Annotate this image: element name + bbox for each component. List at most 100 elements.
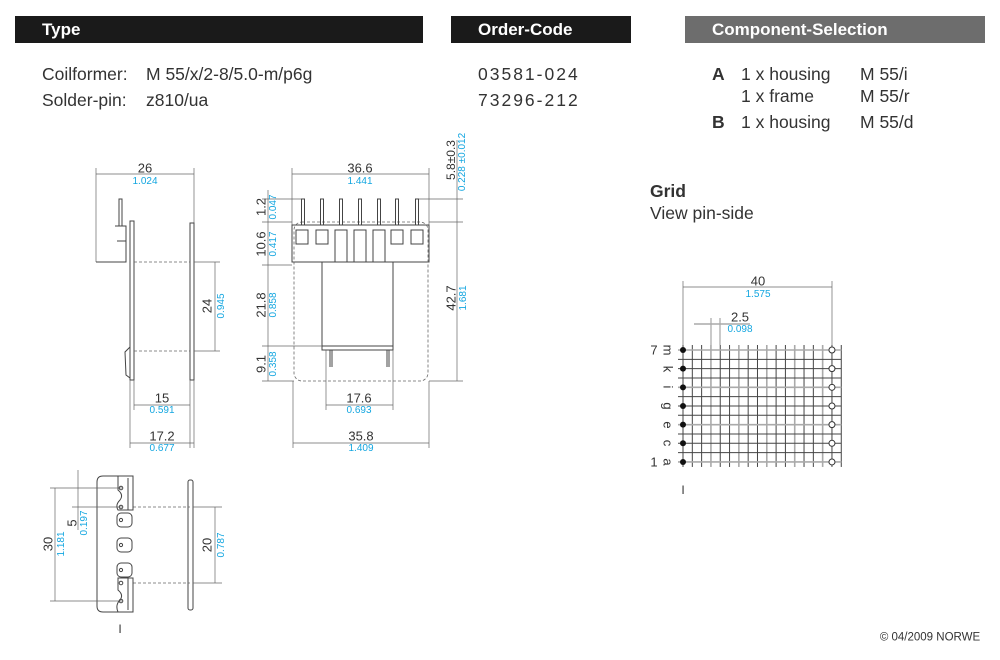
order-code-header: Order-Code: [451, 16, 631, 43]
grid-row-letter: g: [660, 402, 676, 410]
pin-post: [353, 229, 367, 263]
pin-post: [410, 229, 424, 245]
pin: [415, 198, 419, 226]
grid-row-letter: m: [660, 344, 676, 356]
component-part: M 55/r: [860, 86, 910, 106]
grid-subtitle: View pin-side: [650, 203, 754, 223]
pin-dot-hollow: [828, 458, 836, 466]
pin-slot: [116, 562, 133, 578]
component-selection-header: Component-Selection: [685, 16, 985, 43]
dim-front-d3: 21.8: [253, 292, 269, 318]
type-header: Type: [15, 16, 423, 43]
dim-grid-width: 40: [750, 273, 766, 289]
pin-dot-filled: [680, 440, 686, 447]
front-view-drawing: [262, 140, 463, 448]
coilformer-label: Coilformer:: [42, 64, 128, 84]
dim-front-inner-inch: 0.693: [346, 405, 372, 416]
dim-front-top-width: 36.6: [347, 160, 373, 176]
solder-pin-value: z810/ua: [146, 90, 209, 110]
component-letter: B: [712, 112, 725, 132]
dim-side-outer: 17.2: [149, 428, 175, 444]
dim-bottom-pitch-inch: 0.197: [79, 510, 90, 536]
coilformer-value: M 55/x/2-8/5.0-m/p6g: [146, 64, 313, 84]
solder-pin-label: Solder-pin:: [42, 90, 127, 110]
pin: [320, 198, 324, 226]
component-letter: A: [712, 64, 725, 84]
pin: [358, 198, 362, 226]
component-qty: 1 x housing: [741, 64, 831, 84]
pin-post: [390, 229, 404, 245]
pin-dot-hollow: [828, 421, 836, 429]
dim-bottom-height: 30: [40, 536, 56, 552]
pin-dot-hollow: [828, 383, 836, 391]
pin-grid: [678, 281, 842, 467]
pin-dot-filled: [680, 458, 686, 465]
dim-bottom-pitch: 5: [64, 519, 80, 527]
dim-front-d1-inch: 0.047: [268, 194, 279, 220]
dim-grid-pitch-inch: 0.098: [727, 324, 753, 335]
dim-front-d2-inch: 0.417: [268, 231, 279, 257]
dim-side-inner: 15: [154, 390, 170, 406]
pin: [339, 198, 343, 226]
grid-row-letter: a: [660, 458, 676, 466]
pin-one-marker: I: [118, 622, 122, 636]
dim-pin-length: 5.8±0.3: [444, 140, 458, 180]
bottom-view-drawing: [50, 470, 222, 613]
pin-dot-filled: [680, 347, 686, 353]
pin-dot-hollow: [828, 439, 836, 447]
component-part: M 55/d: [860, 112, 914, 132]
component-part: M 55/i: [860, 64, 908, 84]
grid-pin-one-marker: I: [681, 483, 685, 497]
solder-pin-order-code: 73296-212: [478, 90, 580, 110]
dim-side-height: 24: [199, 298, 215, 314]
component-qty: 1 x frame: [741, 86, 814, 106]
dim-side-width-inch: 1.024: [132, 176, 158, 187]
dim-front-d3-inch: 0.858: [268, 292, 279, 318]
pin-slot: [116, 537, 133, 553]
dim-front-inner: 17.6: [346, 390, 372, 406]
dim-grid-pitch: 2.5: [730, 309, 750, 325]
grid-row-last: 7: [650, 342, 658, 358]
dim-side-inner-inch: 0.591: [149, 405, 175, 416]
coilformer-order-code: 03581-024: [478, 64, 580, 84]
pin-dot-hollow: [828, 365, 836, 373]
dim-bottom-inner-inch: 0.787: [216, 532, 227, 558]
pin-dot-hollow: [828, 346, 836, 354]
pin-dot-filled: [680, 421, 686, 428]
side-view-drawing: [95, 168, 220, 448]
dim-front-d4: 9.1: [253, 354, 269, 374]
dim-front-d4-inch: 0.358: [268, 351, 279, 377]
pin-post: [372, 229, 386, 263]
pin-dot-filled: [680, 365, 686, 372]
grid-title: Grid: [650, 181, 686, 201]
pin-slot: [116, 512, 133, 528]
dim-bottom-inner: 20: [199, 537, 215, 553]
dim-grid-width-inch: 1.575: [745, 289, 771, 300]
copyright: © 04/2009 NORWE: [879, 631, 981, 644]
dim-side-width: 26: [137, 160, 153, 176]
dim-front-height: 42.7: [443, 285, 459, 311]
pin-post: [295, 229, 309, 245]
pin-post: [334, 229, 348, 263]
dim-side-outer-inch: 0.677: [149, 443, 175, 454]
grid-row-letter: i: [660, 385, 676, 389]
dim-front-width: 35.8: [348, 428, 374, 444]
dim-front-top-width-inch: 1.441: [347, 176, 373, 187]
pin-dot-filled: [680, 402, 686, 409]
grid-row-letter: k: [660, 365, 676, 372]
grid-row-letter: e: [660, 421, 676, 429]
grid-row-first: 1: [650, 454, 658, 470]
pin: [395, 198, 399, 226]
pin-dot-hollow: [828, 402, 836, 410]
dim-bottom-height-inch: 1.181: [56, 531, 67, 557]
grid-row-letter: c: [660, 440, 676, 447]
dim-front-height-inch: 1.681: [458, 285, 469, 311]
dim-pin-length-inch: 0.228 ±0.012: [457, 132, 468, 192]
dim-front-d2: 10.6: [253, 231, 269, 257]
dim-side-height-inch: 0.945: [216, 293, 227, 319]
dim-front-width-inch: 1.409: [348, 443, 374, 454]
component-qty: 1 x housing: [741, 112, 831, 132]
dim-front-d1: 1.2: [253, 197, 269, 217]
pin-dot-filled: [680, 384, 686, 391]
